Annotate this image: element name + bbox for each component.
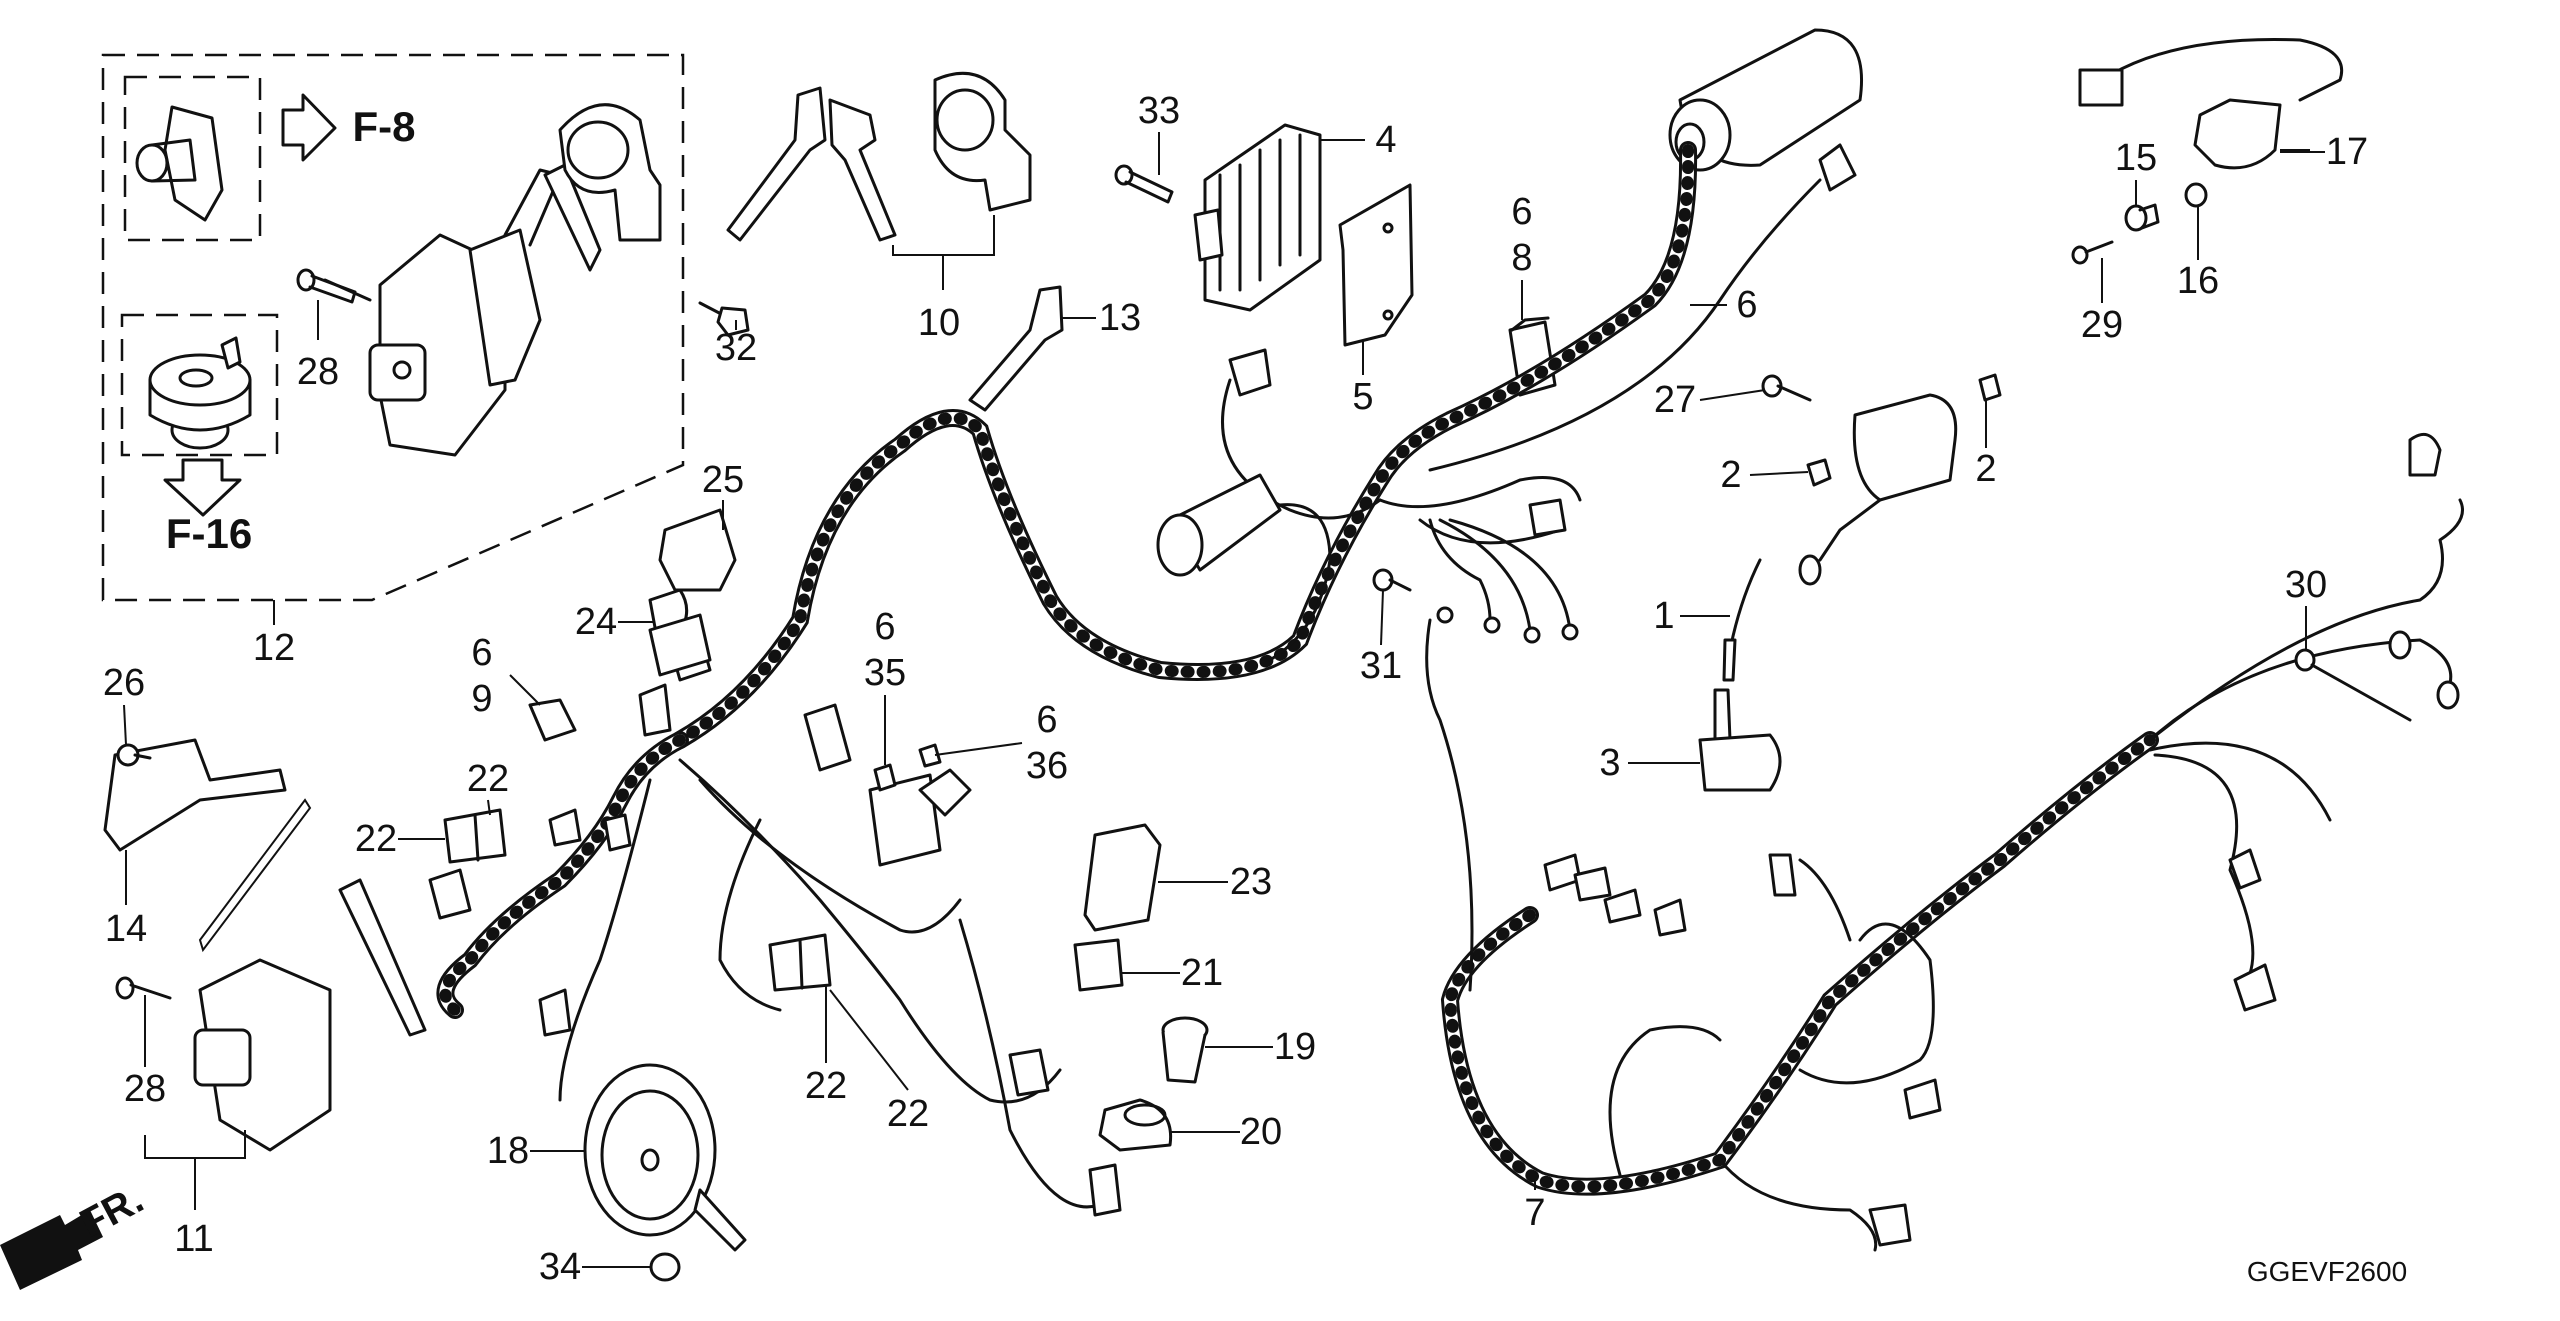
bolt-27-drawing (1761, 374, 1812, 402)
nut-2b-drawing (1978, 373, 2002, 402)
ground-terminals-drawing (1428, 518, 1579, 644)
callout-32[interactable]: 32 (714, 327, 758, 369)
screw-26-drawing (116, 743, 152, 767)
callout-9[interactable]: 9 (471, 678, 493, 720)
callout-17[interactable]: 17 (2325, 131, 2369, 173)
callout-6-harness[interactable]: 6 (1736, 284, 1758, 326)
arrow-f8-icon (281, 93, 337, 162)
callout-31[interactable]: 31 (1359, 645, 1403, 687)
harness-7-drawing (1425, 432, 2464, 1252)
callout-1[interactable]: 1 (1653, 595, 1675, 637)
part-25-drawing (658, 508, 737, 592)
connector-35-drawing (873, 763, 897, 792)
horn-18-drawing (583, 1063, 747, 1252)
key-set-10-drawing (726, 71, 1032, 290)
screw-28-lower-drawing (115, 976, 172, 1000)
callout-4[interactable]: 4 (1375, 119, 1397, 161)
bolt-30-drawing (2294, 648, 2412, 722)
arrow-f16-icon (163, 458, 242, 517)
collar-15-drawing (2124, 203, 2160, 232)
callout-8[interactable]: 8 (1511, 237, 1533, 279)
callout-36[interactable]: 36 (1025, 745, 1069, 787)
f8-part-drawing (135, 105, 224, 222)
nut-2a-drawing (1806, 458, 1832, 487)
screw-29-drawing (2071, 240, 2114, 265)
ignition-switch-12-drawing (323, 103, 662, 457)
bracket-14-drawing (103, 738, 287, 852)
callout-22-bottom-right[interactable]: 22 (886, 1093, 930, 1135)
callout-28-upper[interactable]: 28 (296, 351, 340, 393)
callout-22-left[interactable]: 22 (354, 818, 398, 860)
grommet-16-drawing (2184, 182, 2208, 208)
callout-13[interactable]: 13 (1098, 297, 1142, 339)
callout-6-relay-8[interactable]: 6 (1511, 191, 1533, 233)
part-24-drawing (648, 613, 712, 677)
bolt-33-drawing (1114, 164, 1174, 204)
reference-f16-link[interactable]: F-16 (165, 510, 253, 557)
callout-5[interactable]: 5 (1352, 376, 1374, 418)
callout-21[interactable]: 21 (1180, 952, 1224, 994)
part-23-drawing (1083, 823, 1162, 932)
callout-14[interactable]: 14 (104, 908, 148, 950)
diagram-code: GGEVF2600 (2246, 1256, 2408, 1287)
callout-22-top[interactable]: 22 (466, 758, 510, 800)
left-harness-cluster-drawing (428, 588, 1122, 1217)
inset-f16-boundary (120, 313, 279, 457)
front-direction-arrow-icon (0, 1210, 103, 1290)
callout-33[interactable]: 33 (1137, 90, 1181, 132)
socket-connector-drawing (1156, 473, 1332, 662)
assembly-12-boundary (101, 53, 685, 602)
callout-24[interactable]: 24 (574, 601, 618, 643)
ignition-switch-11-drawing (193, 878, 427, 1152)
key-13-drawing (968, 285, 1085, 412)
callout-26[interactable]: 26 (102, 662, 146, 704)
part-20-drawing (1098, 1098, 1173, 1152)
relay-22b-drawing (768, 933, 832, 992)
callout-27[interactable]: 27 (1653, 379, 1697, 421)
part-19-drawing (1161, 1016, 1209, 1084)
assembly-11-boundary (198, 798, 312, 953)
callout-6-part-36[interactable]: 6 (1036, 699, 1058, 741)
reference-f8-link[interactable]: F-8 (352, 103, 416, 150)
callout-28-lower[interactable]: 28 (123, 1068, 167, 1110)
bolt-31-drawing (1372, 568, 1412, 592)
inset-f8-boundary (123, 75, 262, 242)
callout-10[interactable]: 10 (917, 302, 961, 344)
assembly-11-bracket-line (144, 1130, 246, 1210)
callout-2-right[interactable]: 2 (1975, 448, 1997, 490)
callout-25[interactable]: 25 (701, 459, 745, 501)
callout-6-part-9[interactable]: 6 (471, 632, 493, 674)
callout-23[interactable]: 23 (1229, 861, 1273, 903)
relay-22a-drawing (443, 808, 507, 864)
bolt-32-drawing (698, 301, 750, 337)
switch-17-drawing (2078, 37, 2343, 170)
plug-cap-3-drawing (1698, 688, 1782, 792)
leader-lines (123, 132, 2325, 1268)
callout-7[interactable]: 7 (1524, 1192, 1546, 1234)
part-21-drawing (1073, 938, 1124, 992)
part-9-drawing (528, 698, 577, 742)
regulator-4-drawing (1193, 123, 1322, 312)
callout-35[interactable]: 35 (863, 652, 907, 694)
callout-11[interactable]: 11 (174, 1218, 214, 1260)
bracket-5-drawing (1338, 183, 1414, 347)
callout-2-left[interactable]: 2 (1720, 454, 1742, 496)
callout-19[interactable]: 19 (1273, 1026, 1317, 1068)
callout-12[interactable]: 12 (252, 627, 296, 669)
callout-15[interactable]: 15 (2114, 137, 2158, 179)
callout-16[interactable]: 16 (2176, 260, 2220, 302)
callout-18[interactable]: 18 (486, 1130, 530, 1172)
bolt-34-drawing (649, 1252, 681, 1282)
screw-28-upper-drawing (296, 268, 357, 304)
callout-34[interactable]: 34 (538, 1246, 582, 1288)
ignition-coil-drawing (1722, 393, 1958, 682)
f16-part-drawing (148, 336, 252, 450)
callout-29[interactable]: 29 (2080, 304, 2124, 346)
connector-36-drawing (918, 743, 942, 768)
callout-3[interactable]: 3 (1599, 742, 1621, 784)
callout-6-part-35[interactable]: 6 (874, 606, 896, 648)
callout-30[interactable]: 30 (2284, 564, 2328, 606)
callout-22-bottom-left[interactable]: 22 (804, 1065, 848, 1107)
callout-20[interactable]: 20 (1239, 1111, 1283, 1153)
